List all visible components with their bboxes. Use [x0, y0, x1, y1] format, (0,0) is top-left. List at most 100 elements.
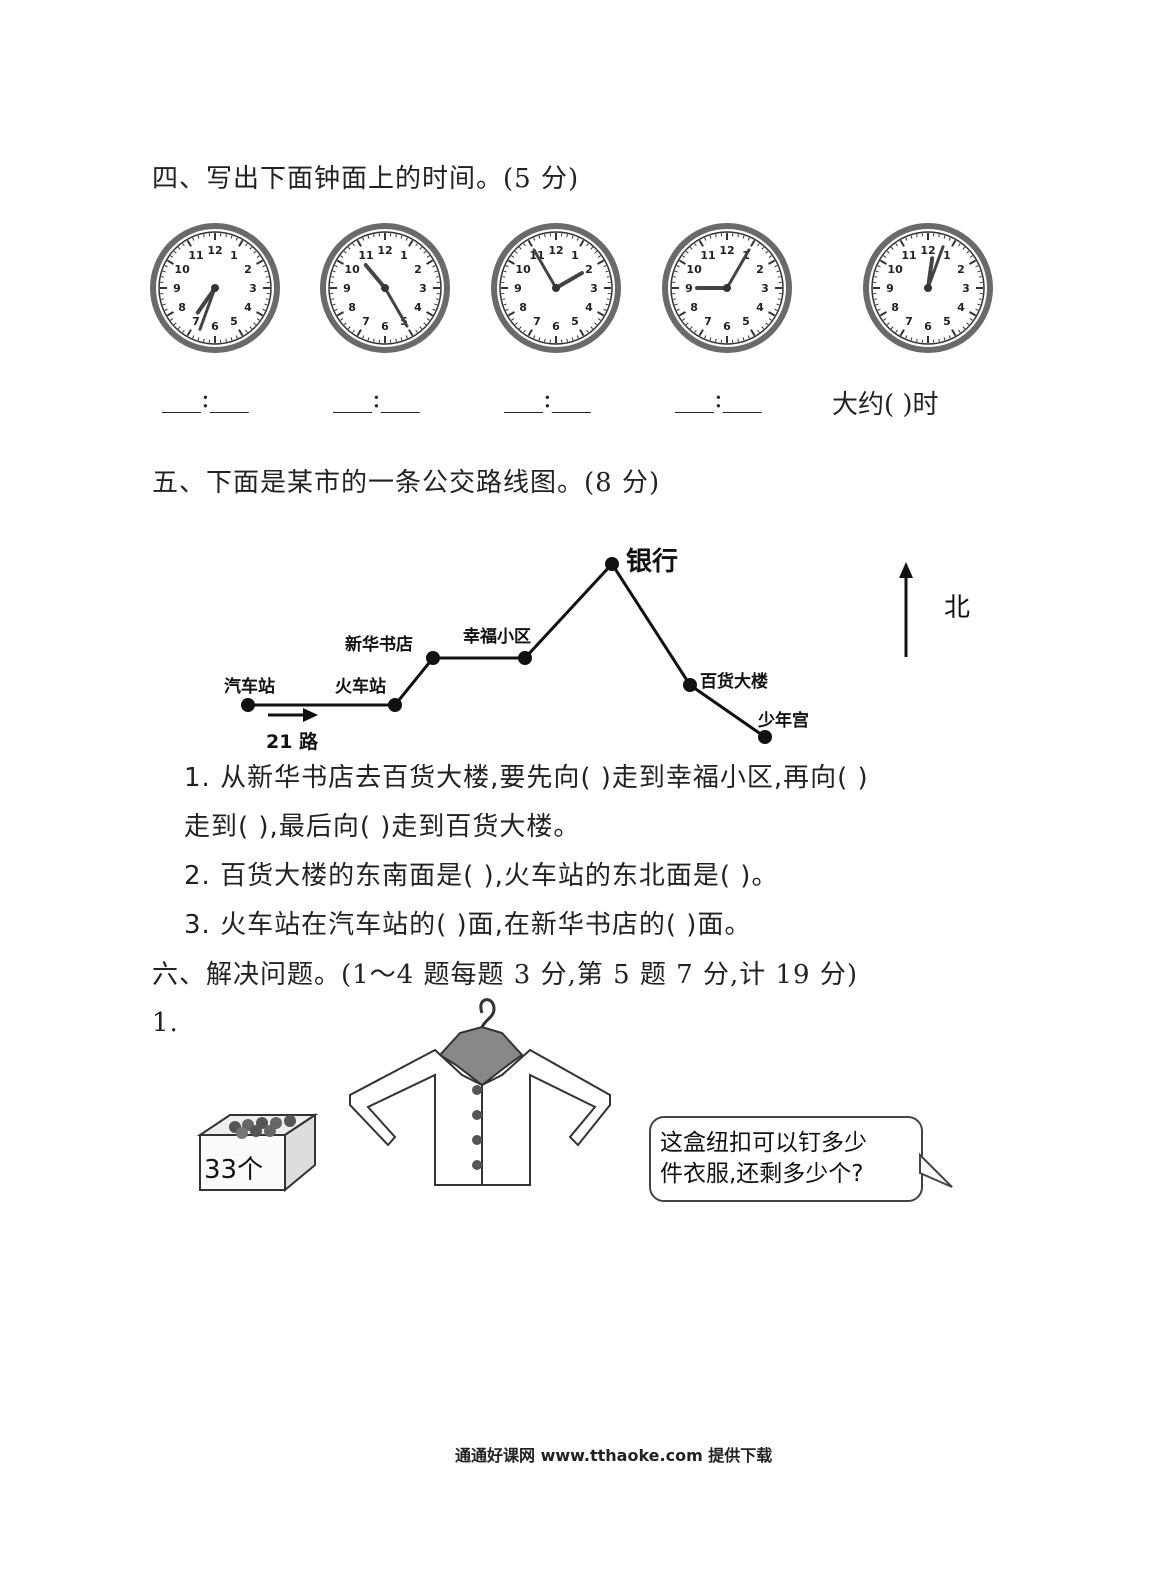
svg-text:2: 2	[244, 263, 252, 276]
route-label: 21 路	[266, 730, 319, 753]
svg-text:7: 7	[533, 315, 541, 328]
footer-text: 通通好课网 www.tthaoke.com 提供下载	[455, 1446, 773, 1465]
svg-text:9: 9	[886, 282, 894, 295]
label-mall: 百货大楼	[700, 671, 768, 692]
svg-text:6: 6	[552, 320, 560, 333]
station-dot-train	[388, 698, 402, 712]
svg-text:10: 10	[174, 263, 190, 276]
svg-text:4: 4	[244, 301, 252, 314]
section5-title: 五、下面是某市的一条公交路线图。(8 分)	[152, 468, 661, 498]
svg-text:1: 1	[400, 249, 408, 262]
label-bookstore: 新华书店	[345, 634, 413, 655]
svg-text:11: 11	[901, 249, 916, 262]
svg-text:8: 8	[519, 301, 527, 314]
svg-text:12: 12	[719, 244, 734, 257]
question-number: 1.	[152, 1008, 179, 1038]
clock-row: 1234567891011121234567891011121234567891…	[150, 223, 993, 353]
svg-text:4: 4	[585, 301, 593, 314]
svg-text:10: 10	[344, 263, 360, 276]
speech-line-2: 件衣服,还剩多少个?	[660, 1161, 864, 1187]
svg-text:8: 8	[178, 301, 186, 314]
question-2: 2. 百货大楼的东南面是( ),火车站的东北面是( )。	[184, 861, 779, 891]
station-dot-bus	[241, 698, 255, 712]
bus-route-map: 汽车站 火车站 新华书店 幸福小区 银行 百货大楼 少年宫 21 路 北	[224, 546, 970, 753]
svg-text:12: 12	[377, 244, 392, 257]
svg-text:4: 4	[414, 301, 422, 314]
svg-text:2: 2	[585, 263, 593, 276]
svg-text:5: 5	[943, 315, 951, 328]
box-label: 33个	[204, 1155, 263, 1185]
label-community: 幸福小区	[463, 626, 531, 647]
svg-text:1: 1	[943, 249, 951, 262]
label-bank: 银行	[626, 546, 678, 577]
label-youth-palace: 少年宫	[757, 710, 809, 731]
svg-text:5: 5	[742, 315, 750, 328]
jacket-icon	[349, 998, 611, 1186]
svg-text:8: 8	[690, 301, 698, 314]
north-label: 北	[944, 593, 970, 623]
question-1-line-1: 1. 从新华书店去百货大楼,要先向( )走到幸福小区,再向( )	[184, 763, 869, 793]
button-box-icon: 33个	[196, 1113, 319, 1193]
section4-title: 四、写出下面钟面上的时间。(5 分)	[152, 164, 580, 194]
label-train-station: 火车站	[335, 676, 386, 697]
svg-text:3: 3	[419, 282, 427, 295]
svg-text:3: 3	[962, 282, 970, 295]
svg-text:6: 6	[723, 320, 731, 333]
svg-text:8: 8	[891, 301, 899, 314]
svg-text:2: 2	[756, 263, 764, 276]
svg-text:6: 6	[211, 320, 219, 333]
station-dot-bank	[605, 557, 619, 571]
svg-text:9: 9	[343, 282, 351, 295]
svg-text:11: 11	[188, 249, 203, 262]
svg-text:8: 8	[348, 301, 356, 314]
route-line	[248, 561, 766, 739]
station-dot-community	[518, 651, 532, 665]
svg-text:6: 6	[381, 320, 389, 333]
svg-text:4: 4	[756, 301, 764, 314]
svg-text:5: 5	[230, 315, 238, 328]
svg-text:1: 1	[571, 249, 579, 262]
svg-text:7: 7	[192, 315, 200, 328]
speech-line-1: 这盒纽扣可以钉多少	[660, 1130, 867, 1156]
north-arrow-head	[899, 562, 913, 578]
problem-illustration: 33个 这盒纽扣可以钉多少 件衣服,还剩多少个?	[196, 998, 953, 1202]
station-dot-youth-palace	[758, 730, 772, 744]
svg-text:9: 9	[685, 282, 693, 295]
speech-bubble: 这盒纽扣可以钉多少 件衣服,还剩多少个?	[649, 1116, 953, 1202]
svg-text:10: 10	[515, 263, 531, 276]
svg-text:3: 3	[249, 282, 257, 295]
question-3: 3. 火车站在汽车站的( )面,在新华书店的( )面。	[184, 910, 752, 940]
station-dot-mall	[683, 678, 697, 692]
svg-text:4: 4	[957, 301, 965, 314]
svg-text:5: 5	[571, 315, 579, 328]
clock-answer-1[interactable]: ___:___	[162, 384, 249, 414]
svg-text:7: 7	[362, 315, 370, 328]
svg-text:12: 12	[207, 244, 222, 257]
svg-text:9: 9	[514, 282, 522, 295]
svg-text:1: 1	[230, 249, 238, 262]
svg-text:7: 7	[905, 315, 913, 328]
svg-text:10: 10	[686, 263, 702, 276]
clock-answer-3[interactable]: ___:___	[504, 384, 591, 414]
svg-text:2: 2	[414, 263, 422, 276]
question-1-line-2: 走到( ),最后向( )走到百货大楼。	[184, 812, 581, 842]
svg-text:12: 12	[548, 244, 563, 257]
svg-text:6: 6	[924, 320, 932, 333]
svg-text:3: 3	[761, 282, 769, 295]
svg-text:10: 10	[887, 263, 903, 276]
label-bus-station: 汽车站	[224, 676, 275, 697]
svg-text:12: 12	[920, 244, 935, 257]
svg-text:11: 11	[700, 249, 715, 262]
svg-text:7: 7	[704, 315, 712, 328]
clock-answer-2[interactable]: ___:___	[333, 384, 420, 414]
station-dot-bookstore	[426, 651, 440, 665]
clock-answer-5[interactable]: 大约( )时	[832, 390, 939, 420]
clock-answer-4[interactable]: ___:___	[675, 384, 762, 414]
svg-text:2: 2	[957, 263, 965, 276]
section6-title: 六、解决问题。(1～4 题每题 3 分,第 5 题 7 分,计 19 分)	[152, 960, 858, 990]
svg-text:9: 9	[173, 282, 181, 295]
